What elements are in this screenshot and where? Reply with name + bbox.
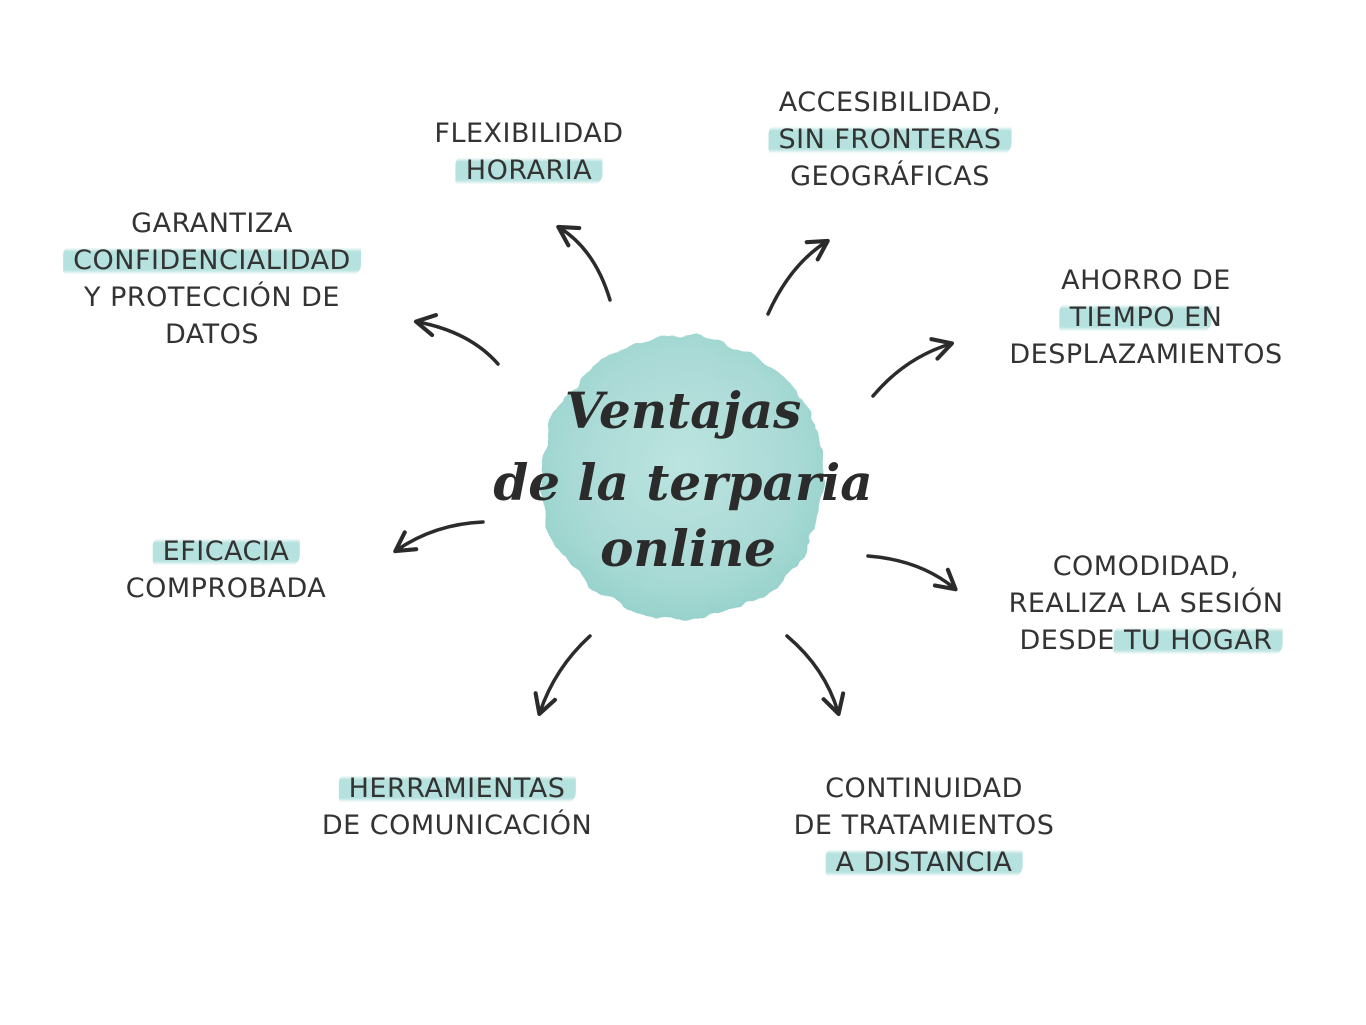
benefit-eficacia-line-2: COMPROBADA	[126, 570, 326, 607]
highlighted-text: TU HOGAR	[1113, 625, 1283, 656]
benefit-ahorro-line-2: TIEMPO EN	[1009, 299, 1282, 336]
arrow-accesibilidad	[766, 238, 830, 316]
benefit-confidencialidad-line-2: CONFIDENCIALIDAD	[63, 242, 361, 279]
benefit-continuidad: CONTINUIDAD DE TRATAMIENTOS A DISTANCIA	[794, 770, 1055, 881]
text-segment: COMPROBADA	[125, 573, 327, 604]
text-segment: COMODIDAD,	[1052, 551, 1240, 582]
benefit-eficacia: EFICACIA COMPROBADA	[126, 533, 326, 607]
highlighted-text: SIN FRONTERAS	[768, 124, 1012, 155]
benefit-comodidad-line-2: REALIZA LA SESIÓN	[1009, 585, 1284, 622]
benefit-accesibilidad-line-1: ACCESIBILIDAD,	[779, 84, 1002, 121]
highlighted-text: A DISTANCIA	[825, 847, 1023, 878]
text-segment: FLEXIBILIDAD	[434, 118, 624, 149]
benefit-flexibilidad-line-1: FLEXIBILIDAD	[434, 115, 623, 152]
highlighted-text: EFICACIA	[152, 536, 300, 567]
text-segment: Y PROTECCIÓN DE	[84, 282, 340, 313]
benefit-continuidad-line-2: DE TRATAMIENTOS	[794, 807, 1055, 844]
benefit-comodidad-line-3: DESDE TU HOGAR	[1009, 622, 1284, 659]
center-title-line-2: de la terparia	[493, 453, 872, 512]
benefit-confidencialidad: GARANTIZA CONFIDENCIALIDAD Y PROTECCIÓN DE…	[63, 205, 361, 353]
benefit-herramientas-line-1: HERRAMIENTAS	[322, 770, 592, 807]
benefit-continuidad-line-3: A DISTANCIA	[794, 844, 1055, 881]
benefit-eficacia-line-1: EFICACIA	[126, 533, 326, 570]
text-segment: GARANTIZA	[131, 208, 293, 239]
center-title-line-1: Ventajas	[565, 381, 802, 440]
benefit-flexibilidad-line-2: HORARIA	[434, 152, 623, 189]
benefit-accesibilidad-line-3: GEOGRÁFICAS	[779, 158, 1002, 195]
highlighted-text: HORARIA	[455, 155, 603, 186]
text-segment: DE TRATAMIENTOS	[793, 810, 1055, 841]
center-title: Ventajas de la terparia online	[493, 381, 872, 578]
arrow-herramientas	[533, 634, 592, 716]
text-segment: DESDE	[1019, 625, 1124, 656]
text-segment: N	[1201, 302, 1223, 333]
benefit-accesibilidad-line-2: SIN FRONTERAS	[768, 121, 1012, 158]
arrow-continuidad	[785, 634, 846, 716]
benefit-continuidad-line-1: CONTINUIDAD	[794, 770, 1055, 807]
arrow-confidencialidad	[413, 313, 500, 366]
benefit-ahorro-line-1: AHORRO DE	[1009, 262, 1282, 299]
highlighted-text: HERRAMIENTAS	[338, 773, 576, 804]
arrow-ahorro	[871, 337, 954, 398]
benefit-herramientas-line-2: DE COMUNICACIÓN	[322, 807, 592, 844]
text-segment: DE COMUNICACIÓN	[321, 810, 593, 841]
text-segment: AHORRO DE	[1061, 265, 1231, 296]
arrow-flexibilidad	[556, 224, 612, 302]
text-segment: DESPLAZAMIENTOS	[1009, 339, 1283, 370]
arrows	[393, 224, 958, 716]
highlighted-text: CONFIDENCIALIDAD	[63, 245, 361, 276]
benefit-confidencialidad-line-4: DATOS	[73, 316, 351, 353]
benefit-herramientas: HERRAMIENTAS DE COMUNICACIÓN	[322, 770, 592, 844]
benefit-confidencialidad-line-1: GARANTIZA	[73, 205, 351, 242]
benefit-confidencialidad-line-3: Y PROTECCIÓN DE	[73, 279, 351, 316]
text-segment: GEOGRÁFICAS	[790, 161, 990, 192]
text-segment: CONTINUIDAD	[825, 773, 1023, 804]
text-segment: ACCESIBILIDAD,	[778, 87, 1002, 118]
benefit-flexibilidad: FLEXIBILIDAD HORARIA	[434, 115, 623, 189]
center-title-line-3: online	[600, 519, 776, 578]
text-segment: DATOS	[164, 319, 260, 350]
highlighted-text: TIEMPO E	[1059, 302, 1212, 333]
arrow-eficacia	[393, 520, 485, 554]
benefit-accesibilidad: ACCESIBILIDAD, SIN FRONTERAS GEOGRÁFICAS	[768, 84, 1012, 195]
center-circle	[541, 336, 825, 620]
benefit-comodidad-line-1: COMODIDAD,	[1009, 548, 1284, 585]
text-segment: REALIZA LA SESIÓN	[1008, 588, 1284, 619]
benefit-ahorro-line-3: DESPLAZAMIENTOS	[1009, 336, 1282, 373]
arrow-comodidad	[866, 554, 958, 592]
